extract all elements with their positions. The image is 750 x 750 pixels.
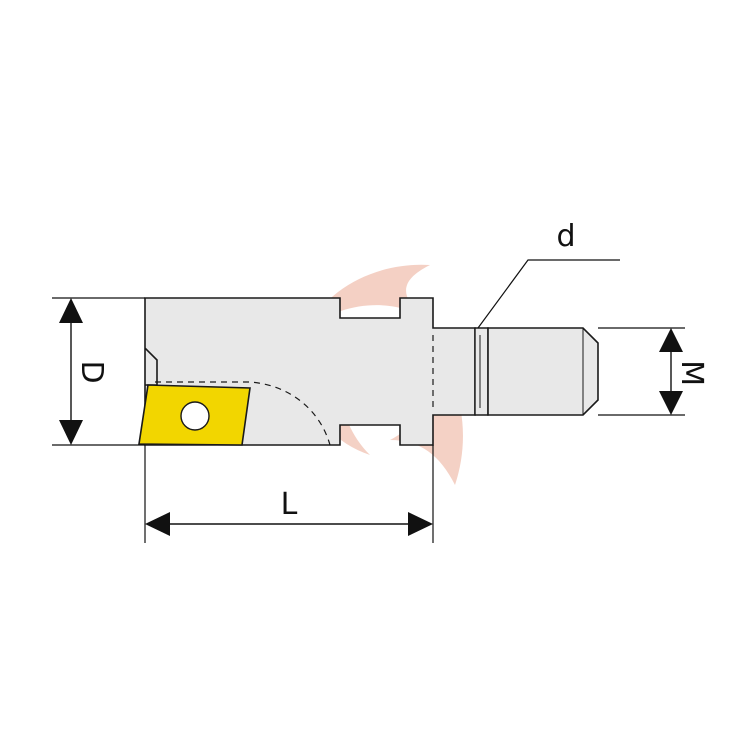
- neck-label: d: [556, 219, 575, 254]
- diameter-dimension: D: [52, 297, 145, 446]
- length-label: L: [281, 487, 298, 522]
- carbide-insert: [138, 384, 251, 446]
- threaded-shank: [487, 327, 599, 416]
- thread-dimension: M: [598, 327, 709, 416]
- hidden-line-coolant: [155, 381, 331, 446]
- length-dimension: L: [144, 445, 434, 543]
- diameter-label: D: [74, 360, 109, 383]
- neck-dimension-leader: d: [477, 219, 620, 329]
- screw-hole-icon: [180, 401, 210, 431]
- thread-label: M: [674, 360, 709, 386]
- neck-section: [474, 327, 489, 416]
